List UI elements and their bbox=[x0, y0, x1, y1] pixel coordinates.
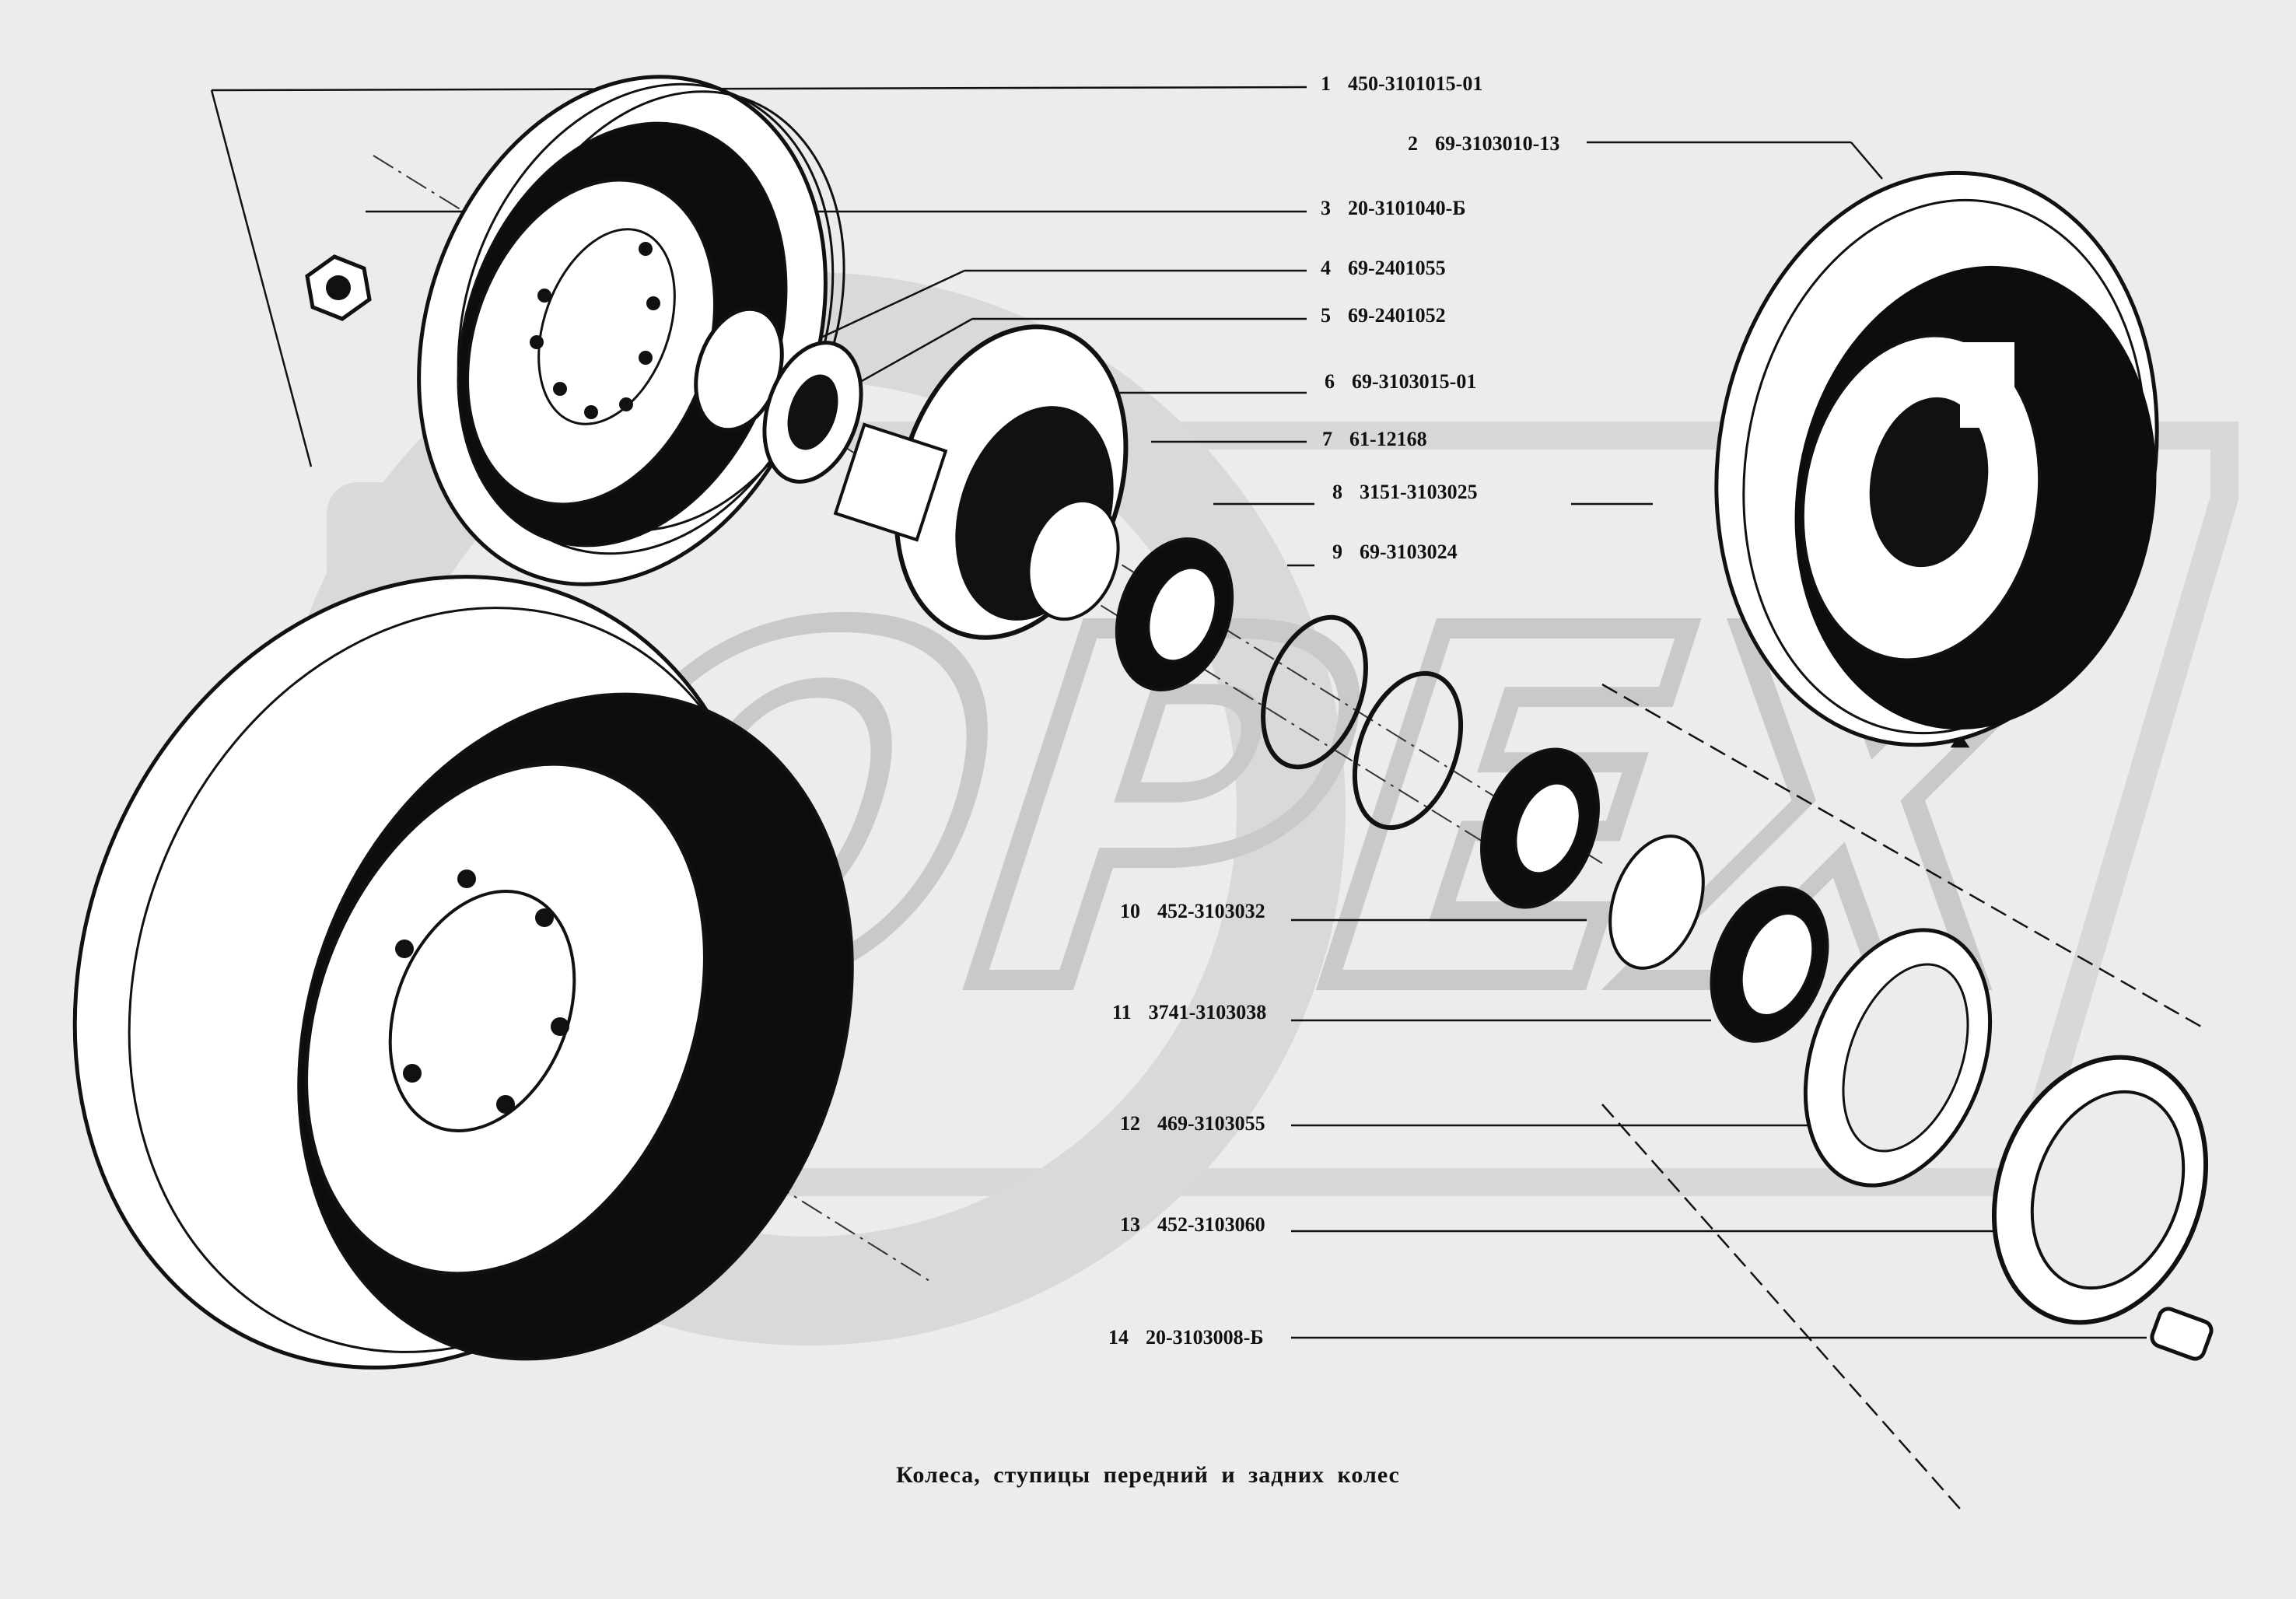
part-number: 13 bbox=[1120, 1213, 1140, 1236]
part-number: 8 bbox=[1332, 481, 1342, 503]
part-code: 452-3103060 bbox=[1157, 1213, 1265, 1236]
bottom-left-wheel bbox=[72, 575, 854, 1370]
part-number: 3 bbox=[1321, 197, 1331, 219]
part-callout-5: 5 69-2401052 bbox=[1321, 304, 1446, 327]
part-number: 2 bbox=[1408, 132, 1418, 155]
part-code: 61-12168 bbox=[1349, 428, 1427, 450]
part-callout-14: 14 20-3103008-Б bbox=[1108, 1326, 1264, 1349]
part-number: 10 bbox=[1120, 900, 1140, 922]
part-code: 69-3103015-01 bbox=[1352, 370, 1477, 393]
part-number: 1 bbox=[1321, 72, 1331, 95]
part-callout-8: 8 3151-3103025 bbox=[1332, 481, 1478, 504]
part-callout-10: 10 452-3103032 bbox=[1120, 900, 1265, 923]
part-code: 3741-3103038 bbox=[1148, 1001, 1267, 1023]
hub-assembly bbox=[694, 306, 1129, 640]
part-number: 11 bbox=[1112, 1001, 1132, 1023]
part-callout-11: 11 3741-3103038 bbox=[1112, 1001, 1266, 1024]
part-number: 12 bbox=[1120, 1112, 1140, 1135]
part-code: 69-2401055 bbox=[1348, 257, 1446, 279]
part-number: 9 bbox=[1332, 541, 1342, 563]
part-code: 452-3103032 bbox=[1157, 900, 1265, 922]
part-callout-1: 1 450-3101015-01 bbox=[1321, 72, 1482, 96]
part-callout-7: 7 61-12168 bbox=[1322, 428, 1427, 451]
part-number: 4 bbox=[1321, 257, 1331, 279]
part-callout-12: 12 469-3103055 bbox=[1120, 1112, 1265, 1135]
part-code: 69-2401052 bbox=[1348, 304, 1446, 327]
wheel-nut-part bbox=[305, 254, 372, 321]
part-callout-3: 3 20-3101040-Б bbox=[1321, 197, 1466, 220]
part-code: 469-3103055 bbox=[1157, 1112, 1265, 1135]
part-code: 3151-3103025 bbox=[1360, 481, 1478, 503]
part-number: 6 bbox=[1325, 370, 1335, 393]
part-code: 69-3103010-13 bbox=[1435, 132, 1560, 155]
part-code: 20-3103008-Б bbox=[1146, 1326, 1264, 1349]
part-code: 69-3103024 bbox=[1360, 541, 1458, 563]
top-left-wheel bbox=[417, 75, 845, 586]
part-number: 7 bbox=[1322, 428, 1332, 450]
part-number: 5 bbox=[1321, 304, 1331, 327]
part-code: 20-3101040-Б bbox=[1348, 197, 1466, 219]
part-callout-2: 2 69-3103010-13 bbox=[1408, 132, 1559, 156]
right-brake-drum bbox=[1714, 170, 2159, 747]
part-callout-6: 6 69-3103015-01 bbox=[1325, 370, 1476, 394]
bearings bbox=[1115, 537, 1829, 1043]
part-number: 14 bbox=[1108, 1326, 1129, 1349]
gasket-cover bbox=[1803, 928, 2214, 1361]
diagram-caption: Колеса, ступицы передний и задних колес bbox=[896, 1462, 1400, 1488]
part-code: 450-3101015-01 bbox=[1348, 72, 1483, 95]
part-callout-13: 13 452-3103060 bbox=[1120, 1213, 1265, 1237]
part-callout-4: 4 69-2401055 bbox=[1321, 257, 1446, 280]
part-callout-9: 9 69-3103024 bbox=[1332, 541, 1458, 564]
